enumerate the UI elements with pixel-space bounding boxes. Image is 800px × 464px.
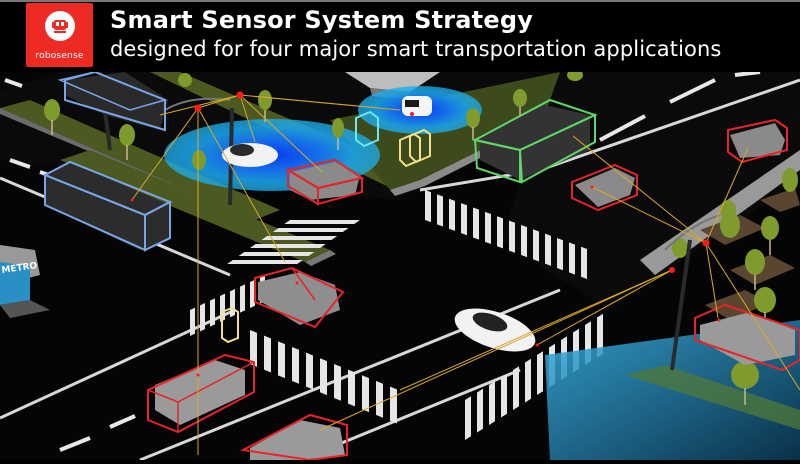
brand-name: robosense [35,51,84,61]
header-top-border [0,0,800,2]
intersection-scene: METRO [0,69,800,462]
metro-sign: METRO [1,261,38,276]
page-subtitle: designed for four major smart transporta… [110,37,722,61]
page-title: Smart Sensor System Strategy [110,6,534,34]
bus-top [57,70,168,132]
detected-cars [147,118,800,462]
robot-head-icon [45,11,75,41]
vulnerable-road-users [221,110,431,344]
metro-station: METRO [0,245,50,318]
lidar-sensor-nodes [130,91,721,377]
bus-left [42,160,173,252]
header-banner: robosense Smart Sensor System Strategy d… [0,0,800,72]
trees [44,69,798,405]
robosense-logo: robosense [26,3,93,67]
dump-truck [472,98,598,184]
sensor-links [131,94,800,455]
